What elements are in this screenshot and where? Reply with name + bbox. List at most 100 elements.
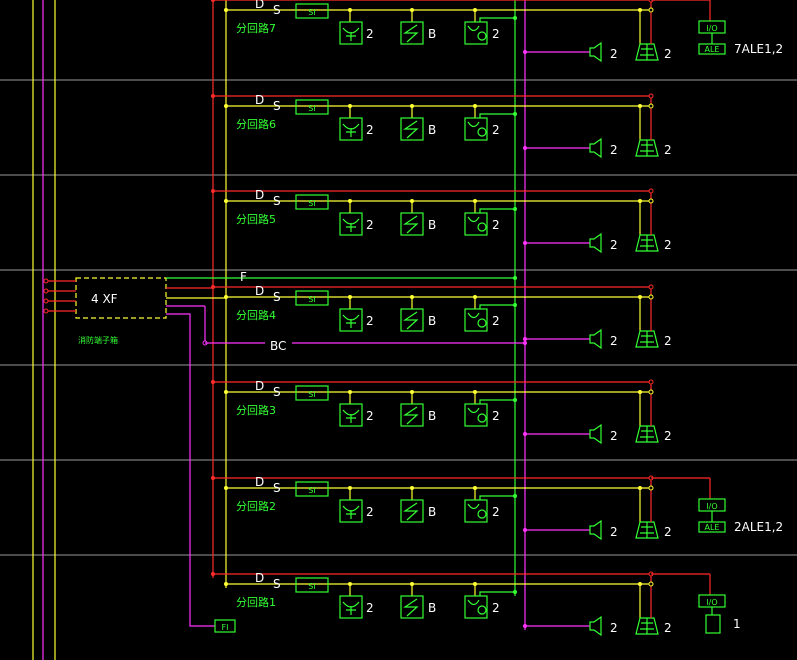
call-point [464,21,488,45]
junction-dot [513,207,517,211]
strobe-icon [635,139,659,157]
ale-module [698,521,726,533]
speaker-icon [589,232,602,254]
call-point-count: 2 [492,27,500,41]
junction-dot [224,199,228,203]
d-label: D [255,379,264,393]
si-module [295,3,329,19]
call-point-arc [467,121,480,128]
green-tap [479,17,515,22]
si-module [295,481,329,497]
speaker-count: 2 [610,143,618,157]
loop-name: 分回路2 [236,500,276,513]
junction-dot [638,582,642,586]
heat-count: B [428,505,436,519]
heat-detector [400,403,424,427]
strobe-icon [635,425,659,443]
io-label: I/O [706,502,717,511]
si-module [295,290,329,306]
smoke-count: 2 [366,218,374,232]
call-point-arc [467,407,480,414]
ale-label: ALE [705,45,720,54]
si-label: SI [308,8,315,17]
junction-dot [211,0,215,2]
green-tap [479,495,515,500]
junction-dot [211,572,215,576]
smoke-count: 2 [366,27,374,41]
speaker-icon [589,41,602,63]
terminal-ring [648,93,654,99]
strobe-count: 2 [664,143,672,157]
smoke-detector [339,499,363,523]
s-label: S [273,194,281,208]
si-label: SI [308,486,315,495]
speaker-count: 2 [610,47,618,61]
si-label: SI [308,582,315,591]
smoke-detector-glyph [342,601,360,615]
strobe-icon [635,43,659,61]
heat-detector [400,117,424,141]
junction-dot [638,295,642,299]
s-label: S [273,481,281,495]
smoke-count: 2 [366,314,374,328]
loop-name: 分回路7 [236,22,276,35]
heat-detector [400,21,424,45]
heat-count: B [428,409,436,423]
junction-dot [513,303,517,307]
terminal-ring [648,379,654,385]
hydrant-icon [705,614,721,634]
junction-dot [211,94,215,98]
call-point-count: 2 [492,601,500,615]
smoke-count: 2 [366,123,374,137]
d-label: D [255,93,264,107]
junction-dot [224,390,228,394]
heat-count: B [428,314,436,328]
junction-dot [224,295,228,299]
speaker-count: 2 [610,525,618,539]
smoke-detector-glyph [342,123,360,137]
smoke-detector-glyph [342,27,360,41]
hydrant-count: 1 [733,617,741,631]
smoke-detector [339,117,363,141]
speaker-icon [589,615,602,637]
si-module [295,99,329,115]
terminal-ring [43,278,49,284]
io-label: I/O [706,598,717,607]
call-point-glyph [477,127,487,137]
terminal-ring [648,198,654,204]
call-point-count: 2 [492,218,500,232]
heat-detector-glyph [403,598,419,617]
panel-caption: 消防端子箱 [78,335,118,345]
panel-label: 4 XF [91,292,118,306]
d-label: D [255,475,264,489]
call-point [464,308,488,332]
strobe-icon [635,234,659,252]
call-point [464,499,488,523]
speaker-icon [589,423,602,445]
junction-dot [513,112,517,116]
junction-dot [638,486,642,490]
junction-dot [638,104,642,108]
terminal-ring [43,298,49,304]
si-module [295,577,329,593]
terminal-box [75,277,167,319]
trunk-label-bc: BC [270,339,286,353]
loop-name: 分回路1 [236,596,276,609]
loop-name: 分回路4 [236,309,276,322]
speaker-count: 2 [610,429,618,443]
green-tap [479,591,515,596]
junction-dot [224,582,228,586]
loop-name: 分回路6 [236,118,276,131]
terminal-ring [648,581,654,587]
smoke-detector-glyph [342,505,360,519]
junction-dot [224,486,228,490]
smoke-detector-glyph [342,314,360,328]
heat-count: B [428,601,436,615]
terminal-ring [648,389,654,395]
d-label: D [255,571,264,585]
green-tap [479,304,515,309]
junction-dot [513,494,517,498]
io-label: I/O [706,24,717,33]
call-point-arc [467,216,480,223]
junction-dot [638,390,642,394]
